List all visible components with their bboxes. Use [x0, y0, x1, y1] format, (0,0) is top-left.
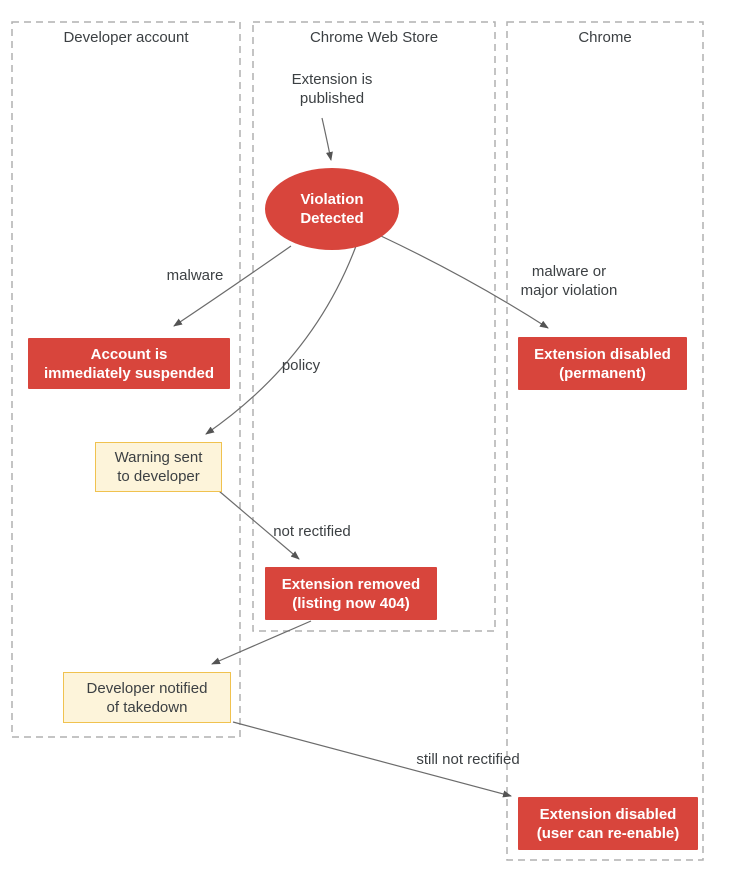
lane-title-chrome-web-store: Chrome Web Store — [309, 29, 439, 46]
edge-label-still-not-rectified: still not rectified — [416, 751, 520, 768]
edge-label-not-rectified: not rectified — [273, 523, 351, 540]
lane-title-chrome: Chrome — [578, 29, 632, 46]
edge-label-malware-or-major-violation: malware or major violation — [520, 263, 618, 299]
node-extension-published: Extension is published — [291, 71, 373, 107]
node-warning-sent: Warning sent to developer — [95, 442, 222, 492]
node-developer-notified: Developer notified of takedown — [63, 672, 231, 723]
node-extension-disabled-reenable: Extension disabled (user can re-enable) — [518, 797, 698, 850]
lane-title-developer-account: Developer account — [63, 29, 189, 46]
edge-violation-to-suspended — [173, 245, 292, 327]
edge-removed-to-notified — [211, 620, 312, 665]
node-extension-disabled-permanent: Extension disabled (permanent) — [518, 337, 687, 390]
node-extension-removed: Extension removed (listing now 404) — [265, 567, 437, 620]
node-violation-detected: Violation Detected — [265, 168, 399, 250]
lane-border-chrome — [506, 21, 704, 861]
edge-label-malware: malware — [166, 267, 224, 284]
edge-published-to-violation — [321, 117, 333, 161]
edge-label-policy: policy — [281, 357, 321, 374]
node-account-suspended: Account is immediately suspended — [28, 338, 230, 389]
